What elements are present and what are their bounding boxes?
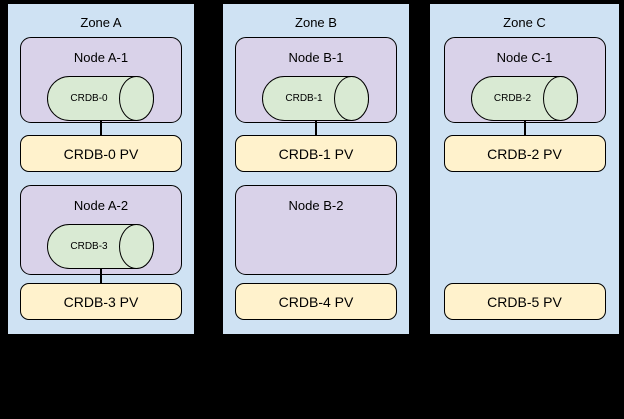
- cylinder-shape-icon: [47, 224, 154, 269]
- pv-crdb-0: CRDB-0 PV: [20, 135, 182, 172]
- pv-crdb-4-label: CRDB-4 PV: [278, 293, 354, 310]
- pv-crdb-1-label: CRDB-1 PV: [278, 145, 354, 162]
- cylinder-shape-icon: [470, 76, 578, 121]
- pod-crdb-2-label: CRDB-2: [493, 93, 532, 104]
- pv-crdb-5: CRDB-5 PV: [443, 283, 606, 320]
- cylinder-shape-icon: [47, 76, 154, 121]
- database-cylinder-crdb-0: CRDB-0: [47, 76, 154, 121]
- cylinder-shape-icon: [262, 76, 369, 121]
- pod-crdb-1-label: CRDB-1: [285, 93, 323, 104]
- node-b-2: Node B-2: [235, 185, 397, 275]
- database-cylinder-crdb-2: CRDB-2: [470, 76, 578, 121]
- pod-crdb-3-label: CRDB-3: [70, 241, 108, 252]
- pv-crdb-4: CRDB-4 PV: [235, 283, 397, 320]
- pv-crdb-2: CRDB-2 PV: [443, 135, 606, 172]
- zone-c-label: Zone C: [503, 15, 546, 30]
- pv-crdb-2-label: CRDB-2 PV: [487, 145, 562, 162]
- connector-node-a2-to-pv: [100, 268, 102, 284]
- node-a-1-label: Node A-1: [73, 50, 129, 65]
- pv-crdb-5-label: CRDB-5 PV: [487, 293, 562, 310]
- database-cylinder-crdb-1: CRDB-1: [262, 76, 369, 121]
- connector-node-b1-to-pv: [315, 120, 317, 136]
- node-b-2-label: Node B-2: [288, 198, 344, 213]
- node-c-1-label: Node C-1: [496, 50, 553, 65]
- zone-c: Zone C Node C-1 CRDB-2 CRDB-2 PV CRDB-5 …: [428, 2, 621, 336]
- node-a-1: Node A-1 CRDB-0: [20, 37, 182, 123]
- zone-a: Zone A Node A-1 CRDB-0 CRDB-0 PV Node A-…: [6, 2, 196, 336]
- pv-crdb-0-label: CRDB-0 PV: [63, 145, 139, 162]
- database-cylinder-crdb-3: CRDB-3: [47, 224, 154, 269]
- pv-crdb-1: CRDB-1 PV: [235, 135, 397, 172]
- node-c-1: Node C-1 CRDB-2: [443, 37, 606, 123]
- pod-crdb-0-label: CRDB-0: [70, 93, 108, 104]
- connector-node-c1-to-pv: [523, 120, 526, 136]
- zone-b-label: Zone B: [295, 15, 337, 30]
- node-b-1: Node B-1 CRDB-1: [235, 37, 397, 123]
- node-b-1-label: Node B-1: [288, 50, 344, 65]
- zone-a-label: Zone A: [80, 15, 122, 30]
- zone-b: Zone B Node B-1 CRDB-1 CRDB-1 PV Node B-…: [221, 2, 411, 336]
- pv-crdb-3: CRDB-3 PV: [20, 283, 182, 320]
- connector-node-a1-to-pv: [100, 120, 102, 136]
- pv-crdb-3-label: CRDB-3 PV: [63, 293, 139, 310]
- node-a-2-label: Node A-2: [73, 198, 129, 213]
- node-a-2: Node A-2 CRDB-3: [20, 185, 182, 275]
